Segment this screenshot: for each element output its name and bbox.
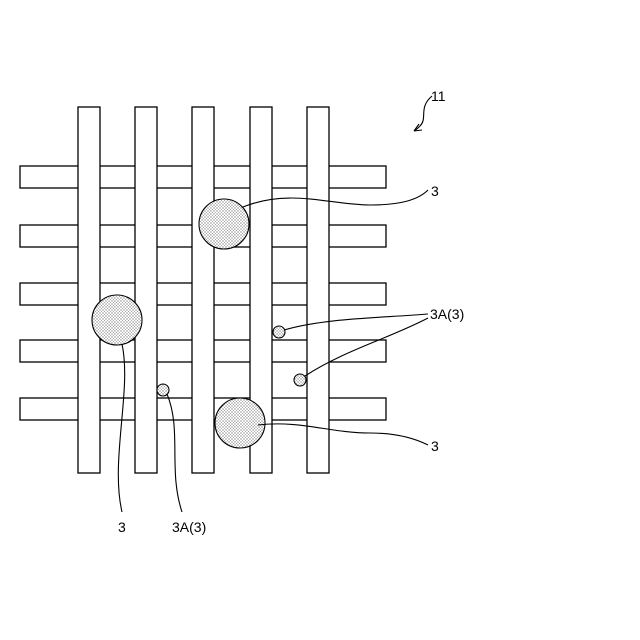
reference-numeral-label: 11	[431, 88, 446, 104]
vertical-bar	[192, 107, 214, 473]
large-particle-bottom	[215, 398, 265, 448]
small-particle-lower-right	[294, 374, 306, 386]
small-particle-upper-right	[273, 326, 285, 338]
label-large-particle-top: 3	[431, 183, 439, 199]
label-small-particles-right: 3A(3)	[430, 306, 464, 322]
label-large-particle-bottom: 3	[431, 438, 439, 454]
vertical-bar	[135, 107, 157, 473]
large-particle-top	[199, 199, 249, 249]
label-small-particle-bottom: 3A(3)	[172, 519, 206, 535]
leader-line	[118, 344, 124, 512]
vertical-bar	[307, 107, 329, 473]
large-particle-left	[92, 295, 142, 345]
label-large-particle-left: 3	[118, 519, 126, 535]
vertical-bar	[78, 107, 100, 473]
leader-line	[284, 314, 428, 330]
reference-squiggle	[414, 96, 432, 131]
leader-line	[258, 424, 428, 445]
labels: 11 3 3A(3) 3 3 3A(3)	[118, 88, 464, 535]
